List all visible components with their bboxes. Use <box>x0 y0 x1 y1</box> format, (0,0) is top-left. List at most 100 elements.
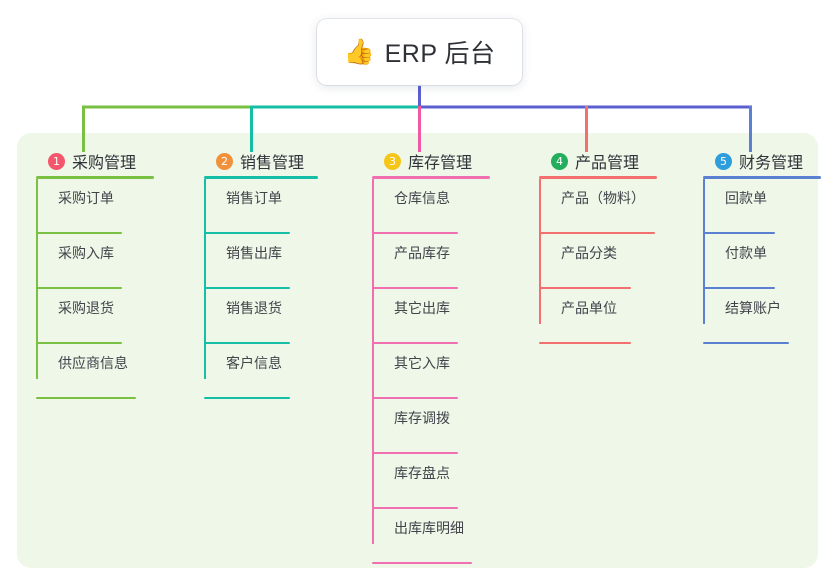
leaf-label: 采购退货 <box>58 300 114 316</box>
leaf-item[interactable]: 供应商信息 <box>36 344 136 399</box>
leaf-rule <box>539 342 631 344</box>
leaf-item[interactable]: 采购入库 <box>36 234 136 289</box>
leaf-item[interactable]: 产品（物料） <box>539 179 655 234</box>
branch-header-rule <box>36 176 154 179</box>
branch-header-2[interactable]: 2 销售管理 <box>204 143 318 179</box>
branch-label-4: 产品管理 <box>575 155 640 172</box>
leaf-label: 回款单 <box>725 190 767 206</box>
leaf-item[interactable]: 仓库信息 <box>372 179 472 234</box>
root-node[interactable]: 👍 ERP 后台 <box>317 19 522 85</box>
leaf-list-3: 仓库信息产品库存其它出库其它入库库存调拨库存盘点出库库明细 <box>372 179 472 564</box>
leaf-rule <box>372 287 458 289</box>
leaf-rule <box>372 397 458 399</box>
leaf-label: 产品库存 <box>394 245 450 261</box>
leaf-list-4: 产品（物料） 产品分类产品单位 <box>539 179 655 344</box>
branch-header-rule <box>372 176 490 179</box>
leaf-rule <box>539 232 655 234</box>
branch-header-5[interactable]: 5 财务管理 <box>703 143 821 179</box>
leaf-label: 库存调拨 <box>394 410 450 426</box>
branch-spine <box>36 179 38 379</box>
branch-spine <box>539 179 541 324</box>
leaf-rule <box>372 562 472 564</box>
leaf-list-1: 采购订单采购入库采购退货供应商信息 <box>36 179 136 399</box>
branch-spine <box>703 179 705 324</box>
leaf-label: 付款单 <box>725 245 767 261</box>
leaf-item[interactable]: 产品单位 <box>539 289 639 344</box>
leaf-label: 销售出库 <box>226 245 282 261</box>
leaf-rule <box>36 287 122 289</box>
branch-header-rule <box>703 176 821 179</box>
branch-spine <box>372 179 374 544</box>
leaf-label: 产品分类 <box>561 245 617 261</box>
branch-column-2: 2 销售管理销售订单销售出库销售退货客户信息 <box>204 143 318 399</box>
branch-header-4[interactable]: 4 产品管理 <box>539 143 657 179</box>
branch-badge-4: 4 <box>551 152 568 170</box>
leaf-label: 供应商信息 <box>58 355 128 371</box>
leaf-label: 出库库明细 <box>394 520 464 536</box>
leaf-label: 采购订单 <box>58 190 114 206</box>
leaf-label: 产品单位 <box>561 300 617 316</box>
branch-header-rule <box>204 176 318 179</box>
leaf-label: 其它出库 <box>394 300 450 316</box>
leaf-item[interactable]: 结算账户 <box>703 289 803 344</box>
leaf-rule <box>372 232 458 234</box>
leaf-label: 产品（物料） <box>561 190 645 206</box>
branch-badge-3: 3 <box>384 152 401 170</box>
leaf-rule <box>372 452 458 454</box>
branch-badge-2: 2 <box>216 152 233 170</box>
leaf-label: 客户信息 <box>226 355 282 371</box>
branch-header-1[interactable]: 1 采购管理 <box>36 143 154 179</box>
leaf-rule <box>204 342 290 344</box>
leaf-item[interactable]: 采购订单 <box>36 179 136 234</box>
branch-column-3: 3 库存管理仓库信息产品库存其它出库其它入库库存调拨库存盘点出库库明细 <box>372 143 490 564</box>
branch-header-3[interactable]: 3 库存管理 <box>372 143 490 179</box>
leaf-rule <box>36 232 122 234</box>
leaf-rule <box>703 342 789 344</box>
leaf-item[interactable]: 出库库明细 <box>372 509 472 564</box>
leaf-item[interactable]: 其它入库 <box>372 344 472 399</box>
leaf-rule <box>204 232 290 234</box>
branch-label-2: 销售管理 <box>240 155 305 172</box>
branch-badge-1: 1 <box>48 152 65 170</box>
leaf-label: 结算账户 <box>725 300 781 316</box>
root-title: ERP 后台 <box>384 40 496 68</box>
leaf-item[interactable]: 销售出库 <box>204 234 304 289</box>
leaf-rule <box>372 507 458 509</box>
leaf-item[interactable]: 销售退货 <box>204 289 304 344</box>
leaf-label: 销售退货 <box>226 300 282 316</box>
leaf-item[interactable]: 库存盘点 <box>372 454 472 509</box>
branch-column-5: 5 财务管理回款单付款单结算账户 <box>703 143 821 344</box>
leaf-item[interactable]: 其它出库 <box>372 289 472 344</box>
leaf-item[interactable]: 回款单 <box>703 179 803 234</box>
diagram-panel <box>17 133 818 568</box>
leaf-rule <box>204 397 290 399</box>
leaf-label: 其它入库 <box>394 355 450 371</box>
branch-badge-5: 5 <box>715 152 732 170</box>
leaf-rule <box>204 287 290 289</box>
leaf-rule <box>36 397 136 399</box>
leaf-item[interactable]: 库存调拨 <box>372 399 472 454</box>
leaf-rule <box>703 232 775 234</box>
branch-column-1: 1 采购管理采购订单采购入库采购退货供应商信息 <box>36 143 154 399</box>
branch-label-5: 财务管理 <box>739 155 804 172</box>
leaf-rule <box>703 287 775 289</box>
leaf-label: 销售订单 <box>226 190 282 206</box>
branch-spine <box>204 179 206 379</box>
leaf-rule <box>36 342 122 344</box>
leaf-item[interactable]: 客户信息 <box>204 344 304 399</box>
leaf-rule <box>539 287 631 289</box>
leaf-item[interactable]: 付款单 <box>703 234 803 289</box>
branch-label-1: 采购管理 <box>72 155 137 172</box>
leaf-label: 采购入库 <box>58 245 114 261</box>
leaf-list-5: 回款单付款单结算账户 <box>703 179 803 344</box>
leaf-label: 库存盘点 <box>394 465 450 481</box>
leaf-item[interactable]: 产品库存 <box>372 234 472 289</box>
leaf-item[interactable]: 采购退货 <box>36 289 136 344</box>
branch-label-3: 库存管理 <box>408 155 473 172</box>
leaf-list-2: 销售订单销售出库销售退货客户信息 <box>204 179 304 399</box>
leaf-item[interactable]: 销售订单 <box>204 179 304 234</box>
leaf-label: 仓库信息 <box>394 190 450 206</box>
branch-header-rule <box>539 176 657 179</box>
leaf-item[interactable]: 产品分类 <box>539 234 639 289</box>
